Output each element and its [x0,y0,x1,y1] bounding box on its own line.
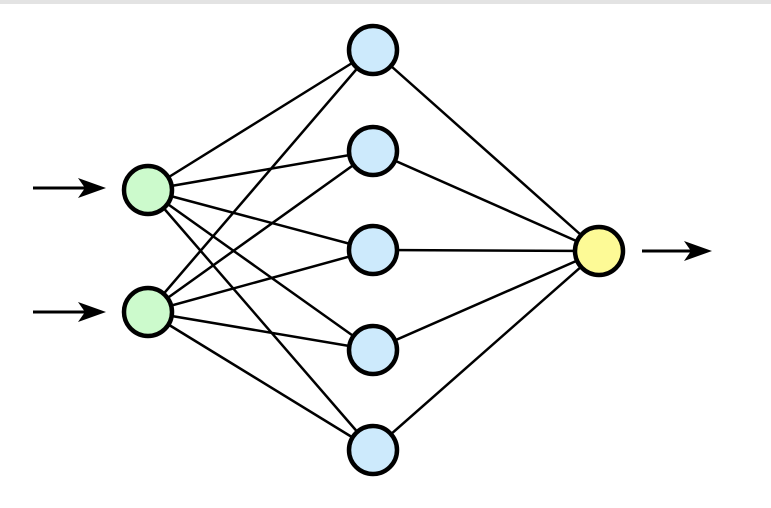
connection-edge [147,49,374,313]
connection-edge [147,188,374,252]
connection-edge [372,149,600,253]
connection-edge [147,149,374,192]
output-arrow-head-icon [684,241,712,261]
hidden-node [346,23,400,77]
input-node [121,163,175,217]
input-arrow-1-head-icon [78,178,106,198]
hidden-node [346,124,400,178]
connection-edge [372,248,600,253]
connection-edge [372,249,600,352]
connection-edge [147,248,374,314]
hidden-node [346,423,400,477]
input-arrow-2-head-icon [78,302,106,322]
connection-edge [147,149,374,314]
connection-edge [147,189,374,451]
hidden-node [346,323,400,377]
connection-edge [147,188,374,352]
connection-edge [147,310,374,452]
output-node [572,224,626,278]
window-top-border [0,0,771,4]
connection-edge [372,250,600,451]
hidden-node [346,223,400,277]
connection-edge [147,310,374,352]
connection-edge [372,49,600,252]
input-node [121,285,175,339]
connection-edge [147,48,374,192]
